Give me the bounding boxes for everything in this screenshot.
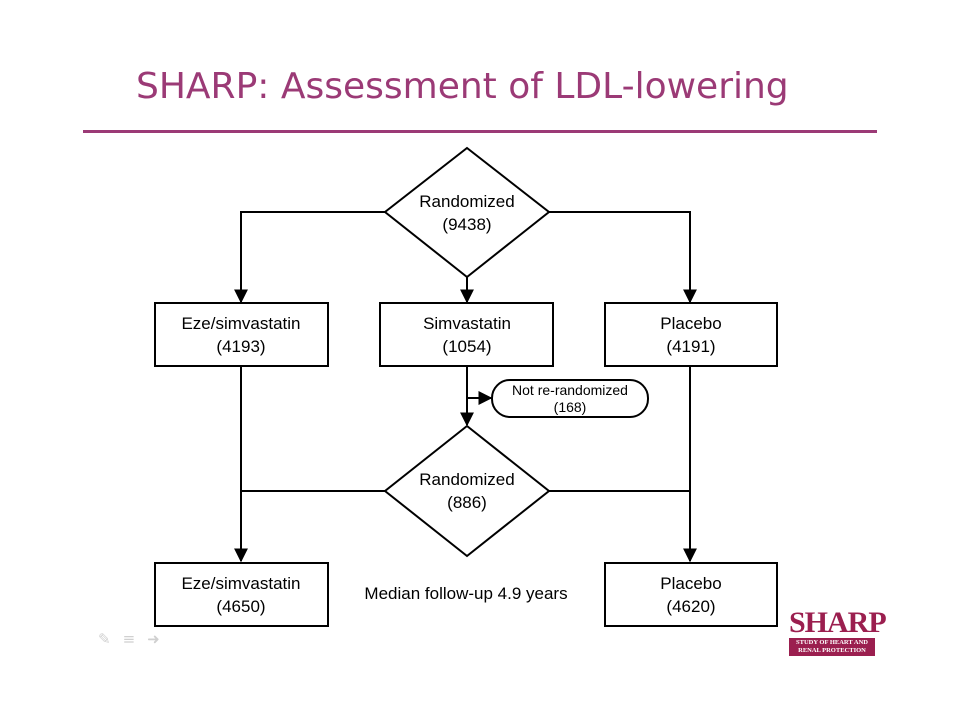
pen-icon[interactable]: ✎ [98, 630, 111, 648]
eze-1-count: (4193) [216, 337, 265, 356]
randomized-diamond-1: Randomized (9438) [383, 146, 551, 279]
slide-nav-tools: ✎ ≡ ➜ [98, 630, 160, 648]
simva-label: Simvastatin [423, 314, 511, 333]
placebo-1-label: Placebo [660, 314, 721, 333]
connector-right-1 [549, 211, 697, 304]
not-rerandomized-count: (168) [554, 399, 587, 415]
eze-1-label: Eze/simvastatin [181, 314, 300, 333]
logo-subtitle-line1: STUDY OF HEART AND [796, 639, 868, 646]
simvastatin-box: Simvastatin (1054) [379, 302, 554, 367]
placebo-1-count: (4191) [666, 337, 715, 356]
connector-left-1 [234, 211, 385, 304]
eze-simvastatin-box-2: Eze/simvastatin (4650) [154, 562, 329, 627]
sharp-logo: SHARP STUDY OF HEART AND RENAL PROTECTIO… [789, 606, 887, 660]
eze-2-label: Eze/simvastatin [181, 574, 300, 593]
logo-subtitle-line2: RENAL PROTECTION [798, 647, 866, 654]
randomized-diamond-2: Randomized (886) [383, 424, 551, 558]
placebo-2-label: Placebo [660, 574, 721, 593]
placebo-box-2: Placebo (4620) [604, 562, 778, 627]
placebo-box-1: Placebo (4191) [604, 302, 778, 367]
logo-wordmark: SHARP [789, 606, 887, 639]
randomized-2-label: Randomized [419, 470, 514, 489]
not-rerandomized-label: Not re-randomized [512, 382, 628, 398]
simva-count: (1054) [442, 337, 491, 356]
slide-title: SHARP: Assessment of LDL-lowering [136, 66, 789, 107]
title-divider [83, 130, 877, 133]
median-followup-note: Median follow-up 4.9 years [364, 584, 567, 603]
randomized-1-label: Randomized [419, 192, 514, 211]
not-rerandomized-pill: Not re-randomized (168) [491, 379, 649, 418]
logo-subtitle: STUDY OF HEART AND RENAL PROTECTION [789, 638, 875, 656]
next-arrow-icon[interactable]: ➜ [147, 630, 160, 648]
menu-icon[interactable]: ≡ [122, 630, 136, 648]
eze-simvastatin-box-1: Eze/simvastatin (4193) [154, 302, 329, 367]
placebo-2-count: (4620) [666, 597, 715, 616]
randomized-1-count: (9438) [442, 215, 491, 234]
randomized-2-count: (886) [447, 493, 487, 512]
eze-2-count: (4650) [216, 597, 265, 616]
